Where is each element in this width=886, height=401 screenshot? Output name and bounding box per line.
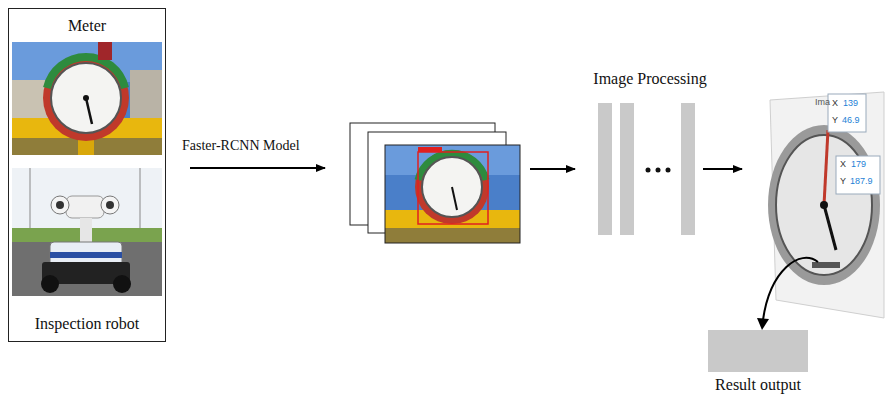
result-gauge: [768, 92, 884, 318]
ellipsis-dot: [666, 168, 671, 173]
panel-caption: Inspection robot: [35, 315, 139, 333]
result-node: Result output: [698, 330, 818, 398]
coord-value: 179: [851, 160, 866, 170]
group-title: Image Processing: [593, 70, 706, 88]
flow-arrow: [190, 167, 325, 169]
model-label: Faster-RCNN Model: [182, 138, 300, 153]
coord-value: 187.9: [850, 177, 873, 187]
coord-value: 139: [843, 99, 858, 109]
layer-bar: [681, 103, 695, 235]
panel-title: Meter: [68, 17, 106, 35]
layer-bar: [598, 103, 612, 235]
ellipsis-dot: [656, 168, 661, 173]
flow-arrow: [763, 258, 818, 320]
coord-axis: Y: [832, 116, 838, 126]
flow-arrow: [703, 168, 742, 170]
meter-photo: [12, 42, 162, 155]
window-label: Ima: [815, 98, 830, 108]
arrow-head: [757, 318, 769, 330]
panel-box: MeterInspection robot: [8, 8, 166, 342]
robot-photo: [12, 168, 162, 296]
processing-group: Image Processing: [570, 68, 730, 238]
coord-value: 46.9: [842, 116, 860, 126]
detected-photo: [385, 145, 520, 243]
coord-axis: X: [840, 160, 846, 170]
layer-bar: [620, 103, 634, 235]
result-label: Result output: [715, 376, 801, 394]
result-box: [708, 330, 808, 372]
coord-axis: X: [832, 99, 838, 109]
flow-arrow: [530, 168, 575, 170]
ellipsis-dot: [646, 168, 651, 173]
coord-axis: Y: [840, 177, 846, 187]
